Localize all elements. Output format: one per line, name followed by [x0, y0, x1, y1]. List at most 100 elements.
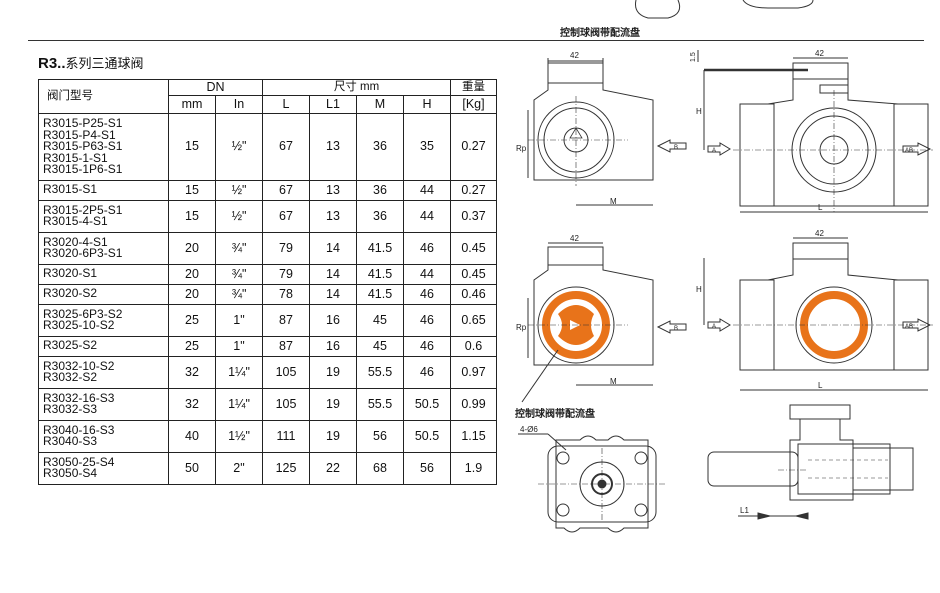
- cell-m: 36: [356, 113, 404, 181]
- cell-l1: 14: [309, 231, 357, 265]
- cell-l1: 16: [309, 303, 357, 337]
- model-name: R3020-S1: [43, 266, 98, 281]
- cell-l1: 13: [309, 113, 357, 181]
- port-AB-a: AB: [905, 148, 913, 154]
- cell-l1: 19: [309, 387, 357, 421]
- cell-kg: 0.27: [450, 113, 497, 181]
- model-name: R3025-6P3-S2: [43, 306, 123, 321]
- series-code: R3..: [38, 55, 66, 72]
- top-caption: 控制球阀带配流盘: [560, 28, 640, 39]
- cell-kg: 0.27: [450, 179, 497, 201]
- cell-mm: 20: [168, 263, 216, 285]
- cell-h: 46: [403, 303, 451, 337]
- model-cell: R3025-S2: [38, 335, 169, 357]
- subheader-L1: L1: [309, 95, 357, 114]
- cell-l: 67: [262, 113, 310, 181]
- model-name: R3032-16-S3: [43, 390, 115, 405]
- cell-h: 46: [403, 283, 451, 305]
- holes-label: 4-Ø6: [520, 425, 538, 434]
- cell-l: 79: [262, 231, 310, 265]
- cell-l: 67: [262, 199, 310, 233]
- cell-mm: 15: [168, 113, 216, 181]
- flange-view: 4-Ø6: [518, 425, 666, 533]
- top-rule: [28, 40, 924, 41]
- port-AB-b: AB: [905, 324, 913, 330]
- side-view-1: 1.5 42 H L A AB: [690, 49, 933, 213]
- dim-15: 1.5: [690, 52, 697, 62]
- port-B-a: B: [674, 145, 678, 151]
- drawing-caption: 控制球阀带配流盘: [515, 409, 595, 420]
- cell-in: ¾": [215, 231, 263, 265]
- model-name: R3015-S1: [43, 182, 98, 197]
- cell-in: ½": [215, 113, 263, 181]
- dim-M-b: M: [610, 377, 617, 386]
- model-name: R3032-10-S2: [43, 358, 115, 373]
- cell-m: 68: [356, 451, 404, 485]
- cell-in: 2": [215, 451, 263, 485]
- cell-in: 1¼": [215, 355, 263, 389]
- model-cell: R3020-S1: [38, 263, 169, 285]
- dn-header: DN: [168, 79, 263, 96]
- cell-m: 41.5: [356, 283, 404, 305]
- cell-in: 1": [215, 303, 263, 337]
- dim-L-b: L: [818, 381, 823, 390]
- front-view-1: 42 Rp M B: [516, 51, 687, 206]
- cell-h: 35: [403, 113, 451, 181]
- subheader-kg: [Kg]: [450, 95, 497, 114]
- subheader-mm: mm: [168, 95, 216, 114]
- cell-h: 50.5: [403, 387, 451, 421]
- valve-drawings: 42 Rp M B 1.5 42: [508, 0, 938, 560]
- cell-l1: 22: [309, 451, 357, 485]
- cell-m: 45: [356, 335, 404, 357]
- cell-l: 87: [262, 303, 310, 337]
- model-name: R3025-S2: [43, 338, 98, 353]
- port-B-b: B: [674, 326, 678, 332]
- dim-42-b: 42: [815, 49, 824, 58]
- cell-m: 55.5: [356, 387, 404, 421]
- model-cell: R3020-S2: [38, 283, 169, 305]
- cell-kg: 1.9: [450, 451, 497, 485]
- cell-l1: 13: [309, 199, 357, 233]
- subheader-in: In: [215, 95, 263, 114]
- cell-l: 125: [262, 451, 310, 485]
- cell-mm: 25: [168, 303, 216, 337]
- cell-h: 44: [403, 179, 451, 201]
- dim-Rp-a: Rp: [516, 144, 527, 153]
- cell-l: 105: [262, 387, 310, 421]
- cell-m: 36: [356, 179, 404, 201]
- cell-l1: 19: [309, 355, 357, 389]
- model-name: R3015-P4-S1: [43, 127, 116, 142]
- model-name: R3020-6P3-S1: [43, 246, 123, 260]
- model-name: R3015-P25-S1: [43, 116, 123, 130]
- cell-in: ¾": [215, 283, 263, 305]
- cell-mm: 15: [168, 179, 216, 201]
- side-view-2: 42 H L A AB: [696, 229, 933, 391]
- cell-h: 50.5: [403, 419, 451, 453]
- cell-l1: 13: [309, 179, 357, 201]
- cell-mm: 25: [168, 335, 216, 357]
- cell-mm: 50: [168, 451, 216, 485]
- cell-kg: 0.97: [450, 355, 497, 389]
- model-cell: R3015-S1: [38, 179, 169, 201]
- cell-l: 78: [262, 283, 310, 305]
- dim-L1: L1: [740, 506, 749, 515]
- cell-h: 46: [403, 335, 451, 357]
- assembled-side-view: L1: [707, 404, 914, 520]
- cell-in: ½": [215, 179, 263, 201]
- model-name: R3020-S2: [43, 286, 98, 301]
- cell-kg: 0.46: [450, 283, 497, 305]
- cell-in: 1": [215, 335, 263, 357]
- model-header: 阀门型号: [38, 79, 169, 114]
- cell-m: 36: [356, 199, 404, 233]
